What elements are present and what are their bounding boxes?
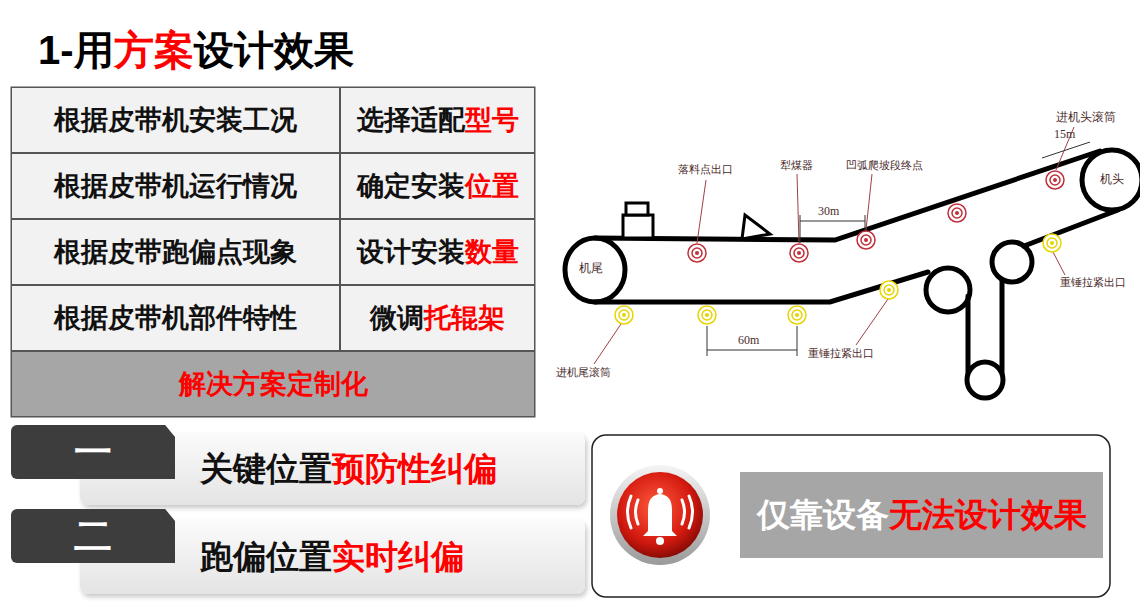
sensor-marker — [948, 204, 966, 222]
title-text: 1-用 — [38, 28, 114, 72]
sensor-marker — [790, 244, 808, 262]
text-run: 解决方案定制化 — [179, 369, 368, 399]
sensor-marker — [1043, 234, 1061, 252]
node-text: 设计安装数量 — [357, 234, 519, 270]
bell-icon — [610, 465, 710, 565]
node-text: 根据皮带机运行情况 — [54, 168, 297, 204]
warning-box: 仅靠设备无法设计效果 — [740, 472, 1103, 558]
sensor-marker — [857, 231, 875, 249]
part-label: 犁煤器 — [780, 159, 813, 172]
text-run: 托辊架 — [424, 303, 505, 333]
text-run: 一 — [74, 431, 112, 473]
text-run: 跑偏位置 — [200, 538, 332, 575]
table-footer: 解决方案定制化 — [11, 351, 535, 417]
text-run: 根据皮带机运行情况 — [54, 171, 297, 201]
node-text: 一 — [74, 427, 112, 478]
table-cell: 确定安装位置 — [340, 153, 535, 219]
step-badge: 一 — [11, 425, 175, 479]
text-run: 设计安装 — [357, 237, 465, 267]
text-run: 根据皮带机部件特性 — [54, 303, 297, 333]
node-text: 根据皮带机部件特性 — [54, 300, 297, 336]
text-run: 关键位置 — [200, 450, 332, 487]
table-cell: 根据皮带机部件特性 — [11, 285, 340, 351]
dimension-label: 60m — [738, 333, 759, 347]
text-run: 根据皮带跑偏点现象 — [54, 237, 297, 267]
node-text: 微调托辊架 — [370, 300, 505, 336]
dimension-line — [707, 142, 1090, 356]
sensor-marker — [688, 244, 706, 262]
node-text: 仅靠设备无法设计效果 — [757, 493, 1087, 538]
text-run: 确定安装 — [357, 171, 465, 201]
plough — [742, 215, 770, 239]
table-cell: 根据皮带机安装工况 — [11, 87, 340, 153]
node-text: 选择适配型号 — [357, 102, 519, 138]
table-cell: 根据皮带机运行情况 — [11, 153, 340, 219]
dimension-label: 15m — [1054, 127, 1075, 141]
part-label: 重锤拉紧出口 — [808, 347, 874, 360]
part-label: 机尾 — [579, 261, 603, 275]
text-run: 微调 — [370, 303, 424, 333]
text-run: 位置 — [465, 171, 519, 201]
page-title: 1-用方案设计效果 — [38, 24, 354, 76]
note-frame — [592, 435, 1110, 597]
text-run: 预防性纠偏 — [332, 450, 497, 487]
conveyor-belt — [565, 150, 1140, 398]
part-label: 进机头滚筒 — [1056, 110, 1116, 124]
leader-line — [594, 127, 1074, 364]
table-cell: 根据皮带跑偏点现象 — [11, 219, 340, 285]
text-run: 实时纠偏 — [332, 538, 464, 575]
title-text: 设计效果 — [194, 28, 354, 72]
part-label: 机头 — [1100, 172, 1124, 186]
node-text: 根据皮带机安装工况 — [54, 102, 297, 138]
node-text: 跑偏位置实时纠偏 — [200, 535, 464, 580]
step-badge: 二 — [11, 509, 175, 563]
text-run: 二 — [74, 515, 112, 557]
part-label: 进机尾滚筒 — [556, 366, 611, 379]
dimension-label: 30m — [818, 204, 839, 218]
sensor-marker — [788, 306, 806, 324]
text-run: 型号 — [465, 105, 519, 135]
table-frame — [11, 87, 535, 417]
sensor-marker — [880, 281, 898, 299]
part-label: 重锤拉紧出口 — [1060, 276, 1126, 289]
table-cell: 选择适配型号 — [340, 87, 535, 153]
node-text: 根据皮带跑偏点现象 — [54, 234, 297, 270]
text-run: 根据皮带机安装工况 — [54, 105, 297, 135]
node-text: 解决方案定制化 — [179, 366, 368, 402]
sensor-marker — [698, 306, 716, 324]
text-run: 仅靠设备 — [757, 496, 889, 533]
table-cell: 设计安装数量 — [340, 219, 535, 285]
text-run: 无法设计效果 — [889, 496, 1087, 533]
part-label: 落料点出口 — [678, 163, 733, 176]
node-text: 关键位置预防性纠偏 — [200, 447, 497, 492]
sensor-marker — [1046, 171, 1064, 189]
text-run: 选择适配 — [357, 105, 465, 135]
title-text: 方案 — [114, 28, 194, 72]
part-label: 凹弧爬坡段终点 — [846, 159, 923, 172]
text-run: 数量 — [465, 237, 519, 267]
node-text: 二 — [74, 511, 112, 562]
table-cell: 微调托辊架 — [340, 285, 535, 351]
hopper — [623, 203, 653, 238]
node-text: 确定安装位置 — [357, 168, 519, 204]
sensor-marker — [615, 306, 633, 324]
